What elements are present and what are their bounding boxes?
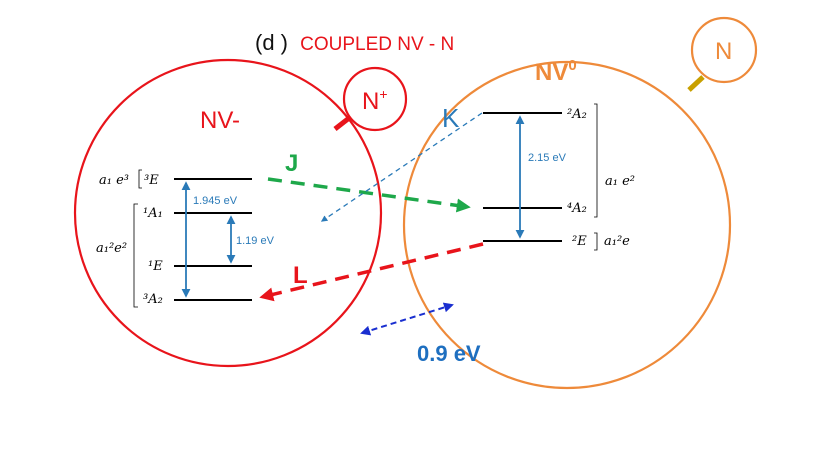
energy-1945-label: 1.945 eV	[193, 195, 238, 207]
nv-zero-bond	[687, 75, 705, 92]
config-group: a₁²e²	[96, 241, 127, 256]
n-circle	[690, 16, 758, 84]
n-plus-label: N+	[362, 86, 388, 115]
config-nv0-lower: a₁²e	[604, 234, 630, 249]
page-title: (d ) COUPLED NV - N	[255, 30, 454, 55]
process-k-label: K	[442, 103, 460, 133]
nv-minus-circle	[73, 58, 383, 368]
label-3A2: ³A₂	[143, 292, 163, 307]
config-nv0-upper: a₁ e²	[605, 174, 635, 189]
nv-zero-label: NV0	[535, 57, 577, 86]
bracket-group	[133, 203, 138, 308]
config-3E: a₁ e³	[99, 173, 129, 188]
title-main: COUPLED NV - N	[300, 34, 454, 55]
process-j-arrow	[267, 177, 471, 213]
separation-arrow	[360, 302, 454, 336]
label-2E: ²E	[572, 234, 587, 249]
process-j-label: J	[285, 150, 298, 177]
energy-215-label: 2.15 eV	[528, 152, 567, 164]
bracket-nv0-upper	[594, 103, 598, 218]
label-3E: ³E	[144, 173, 159, 188]
nv-zero-levels	[483, 112, 562, 242]
nv-minus-label: NV-	[200, 107, 240, 134]
n-plus-circle	[342, 66, 408, 132]
process-l-label: L	[293, 262, 308, 289]
nv-zero-circle	[402, 60, 732, 390]
label-2A2: ²A₂	[567, 107, 587, 122]
bracket-nv0-lower	[594, 232, 598, 251]
title-prefix: (d )	[255, 30, 288, 55]
label-1E: ¹E	[148, 259, 163, 274]
separation-label: 0.9 eV	[417, 341, 481, 366]
label-4A2: ⁴A₂	[567, 201, 587, 216]
label-1A1: ¹A₁	[143, 206, 163, 221]
process-l-arrow	[259, 242, 484, 302]
energy-119-label: 1.19 eV	[236, 235, 275, 247]
bracket-3E	[138, 169, 142, 189]
n-label: N	[715, 38, 732, 65]
